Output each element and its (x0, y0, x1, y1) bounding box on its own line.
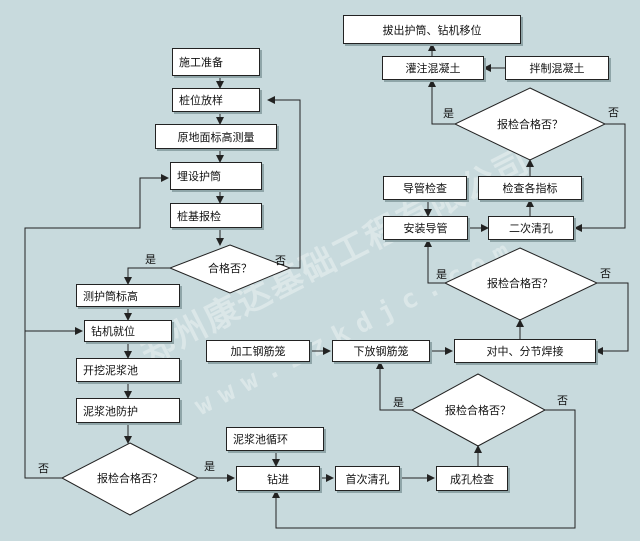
q2-no-label: 否 (38, 462, 49, 475)
decision-label-q1: 合格否？ (208, 262, 252, 275)
node-pile-base-inspection: 桩基报检 (170, 203, 262, 228)
node-construction-prep: 施工准备 (172, 48, 260, 76)
node-align-weld: 对中、分节焊接 (454, 339, 596, 363)
q3-no-label: 否 (557, 394, 568, 407)
q1-no-label: 否 (275, 254, 286, 267)
node-pour-concrete: 灌注混凝土 (382, 56, 484, 80)
q2-yes-label: 是 (204, 460, 215, 473)
node-install-conduit: 安装导管 (383, 216, 468, 240)
node-hole-inspection: 成孔检查 (436, 466, 508, 491)
node-process-cage: 加工钢筋笼 (206, 340, 310, 362)
node-ground-elevation: 原地面标高测量 (155, 124, 277, 149)
decision-label-q5: 报检合格否？ (497, 118, 563, 131)
node-pull-casing: 拔出护筒、钻机移位 (343, 15, 521, 44)
q5-no-label: 否 (608, 106, 619, 119)
node-first-hole-cleaning: 首次清孔 (335, 466, 400, 491)
q4-yes-label: 是 (436, 268, 447, 281)
node-mud-pit-circulation: 泥浆池循环 (226, 427, 324, 451)
node-check-indicators: 检查各指标 (478, 176, 582, 200)
node-dig-mud-pit: 开挖泥浆池 (76, 358, 180, 382)
node-conduit-inspection: 导管检查 (383, 176, 467, 200)
decision-label-q2: 报检合格否？ (97, 472, 163, 485)
q3-yes-label: 是 (393, 396, 404, 409)
q4-no-label: 否 (600, 267, 611, 280)
decision-diamond-q1 (168, 244, 292, 294)
decision-label-q4: 报检合格否？ (487, 277, 553, 290)
node-mix-concrete: 拌制混凝土 (505, 56, 609, 80)
node-pile-layout: 桩位放样 (172, 88, 260, 112)
node-rig-positioning: 钻机就位 (84, 320, 172, 342)
node-drilling: 钻进 (236, 466, 320, 491)
node-measure-casing-elevation: 测护筒标高 (76, 284, 180, 307)
node-mud-pit-protection: 泥浆池防护 (76, 398, 180, 423)
node-lower-cage: 下放钢筋笼 (332, 340, 430, 362)
q5-yes-label: 是 (443, 107, 454, 120)
decision-label-q3: 报检合格否？ (445, 404, 511, 417)
q1-yes-label: 是 (145, 253, 156, 266)
node-bury-casing: 埋设护筒 (170, 162, 262, 190)
node-second-hole-cleaning: 二次清孔 (488, 216, 574, 240)
decision-diamond-q2 (60, 442, 200, 516)
